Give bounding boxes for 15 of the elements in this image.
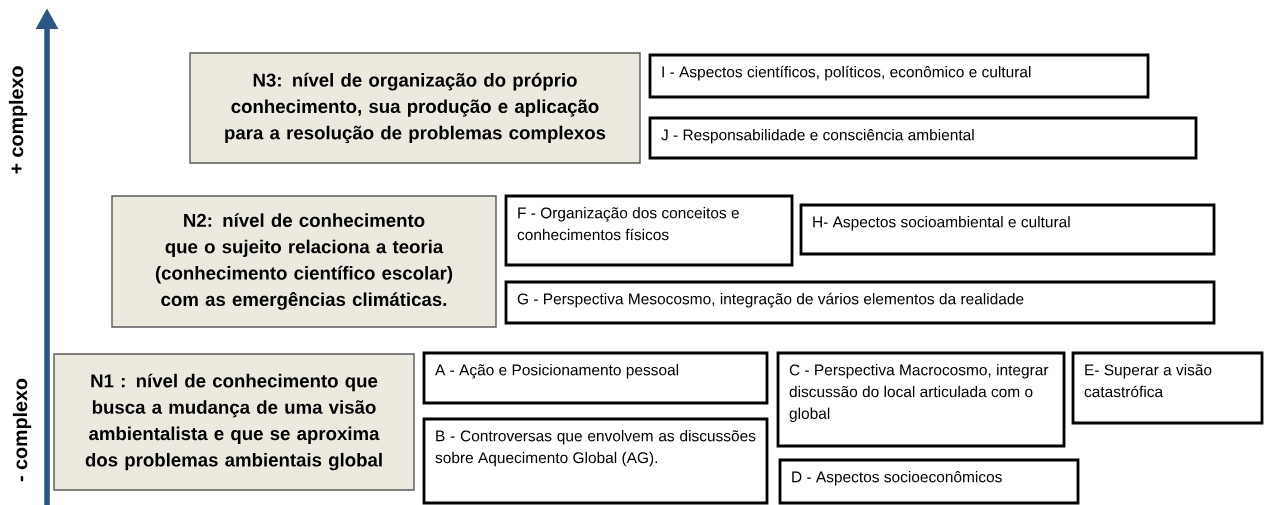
- level-box: H- Aspectos socioambiental e cultural: [799, 203, 1216, 256]
- axis-label: + complexo: [8, 66, 28, 174]
- level-box: N2: nível de conhecimento que o sujeito relaciona a teoria (conhecimento científico escolar) com as emergências climáticas.: [111, 195, 497, 328]
- level-box: G - Perspectiva Mesocosmo, integração de vários elementos da realidade: [504, 280, 1216, 325]
- axis-label: - complexo: [12, 378, 32, 482]
- level-box: J - Responsabilidade e consciência ambiental: [648, 116, 1198, 160]
- level-box: E- Superar a visão catastrófica: [1071, 351, 1264, 425]
- level-box: C - Perspectiva Macrocosmo, integrar discussão do local articulada com o global: [776, 351, 1066, 448]
- level-box: N1 : nível de conhecimento que busca a mudança de uma visão ambientalista e que se aproxima dos problemas ambientais global: [53, 353, 415, 491]
- level-box: B - Controversas que envolvem as discussões sobre Aquecimento Global (AG).: [422, 417, 769, 505]
- level-box: F - Organização dos conceitos e conhecimentos físicos: [504, 194, 794, 267]
- level-box: I - Aspectos científicos, políticos, econômico e cultural: [648, 53, 1150, 99]
- level-box: D - Aspectos socioeconômicos: [778, 458, 1080, 505]
- level-box: A - Ação e Posicionamento pessoal: [422, 351, 769, 405]
- level-box: N3: nível de organização do próprio conhecimento, sua produção e aplicação para a resolução de problemas complexos: [189, 52, 641, 164]
